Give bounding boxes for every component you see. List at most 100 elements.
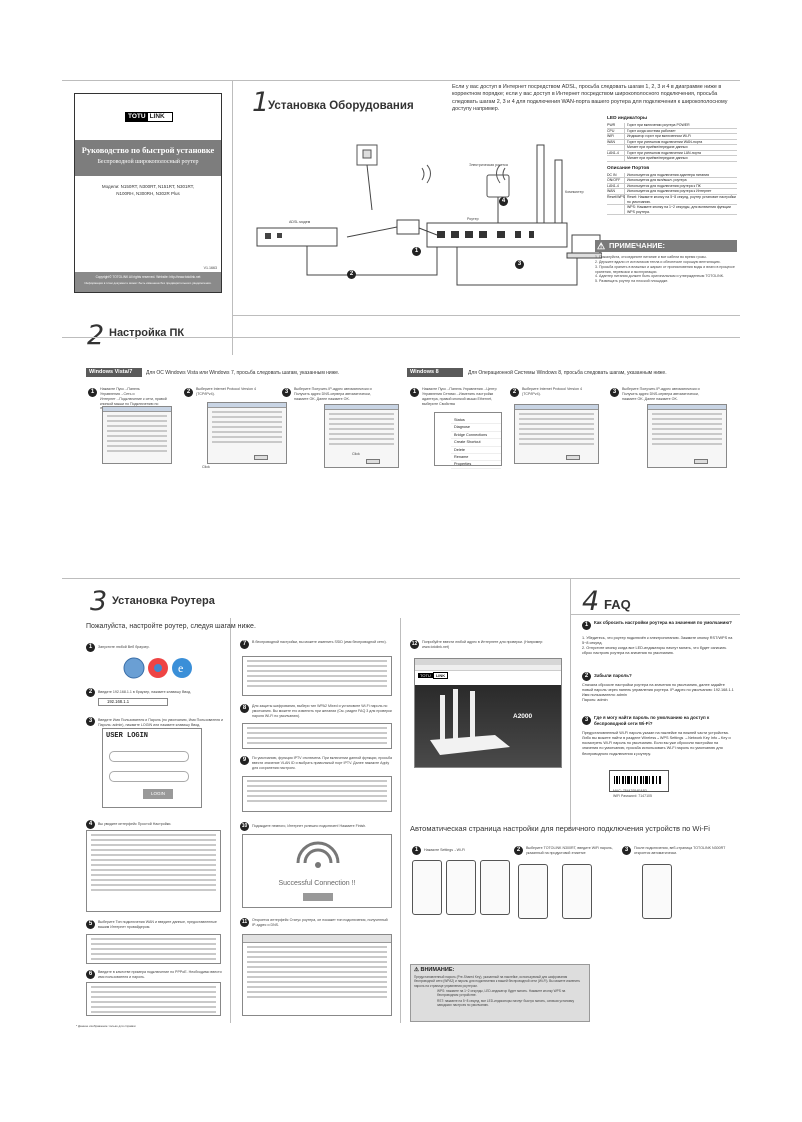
- login-title: USER LOGIN: [106, 732, 149, 740]
- auto-note-text: Предустановленный пароль (Pre-Shared Key…: [414, 975, 581, 988]
- context-menu-item[interactable]: Rename: [451, 454, 501, 462]
- s3-step-badge-7: 7: [240, 640, 249, 649]
- w8-ok-button[interactable]: [566, 455, 580, 460]
- footnote: * Данное изображение только для справки: [76, 1024, 136, 1028]
- s3-step-badge-10: 10: [240, 822, 249, 831]
- port-value: Используется для подключения роутера к И…: [627, 189, 712, 194]
- browser-addressbar[interactable]: [415, 665, 561, 671]
- iptv-screenshot: [242, 776, 392, 812]
- section4-title: FAQ: [604, 597, 631, 612]
- led-title: LED индикаторы: [607, 116, 648, 121]
- faq-question-2: Забыли пароль?: [594, 673, 632, 678]
- section1-number: 1: [252, 87, 270, 118]
- phone-wifi-toggle: [480, 860, 510, 915]
- login-password-field[interactable]: [109, 771, 189, 782]
- led-key: [607, 145, 625, 150]
- auto-step-badge-2: 2: [514, 846, 523, 855]
- w8-step-3: Выберите Получить IP-адрес автоматически…: [622, 387, 700, 401]
- bottom-sheet: 3 Установка Роутера Пожалуйста, настройт…: [62, 578, 740, 1033]
- s3-step-2: Введите 192.168.1.1 в браузер, нажмите к…: [98, 690, 192, 694]
- product-label: MAC: 78447654FAB3 WiFi Password: 7147105: [609, 770, 669, 798]
- finish-button[interactable]: [303, 893, 333, 901]
- w8-screenshot-3: [647, 404, 727, 468]
- step-badge-2: 2: [347, 270, 356, 279]
- w8-screenshot-2: [514, 404, 599, 464]
- auto-step-badge-1: 1: [412, 846, 421, 855]
- context-menu-item[interactable]: Properties: [451, 461, 501, 469]
- fold-line-bottom-top: [62, 578, 740, 579]
- step-badge-3: 3: [515, 260, 524, 269]
- auto-wps-note: WPS: нажмите на 1~2 секунды, LED-индикат…: [437, 988, 566, 998]
- note-item: 2. Держите вдали от источников тепла и о…: [595, 259, 721, 264]
- login-username-field[interactable]: [109, 751, 189, 762]
- encryption-screenshot: [242, 723, 392, 749]
- login-form: USER LOGIN LOGIN: [102, 728, 202, 808]
- section4-number: 4: [582, 586, 600, 617]
- w7-ok-button[interactable]: [254, 455, 268, 460]
- w8-step-badge-3: 3: [610, 388, 619, 397]
- led-value: Горит когда система работает: [627, 128, 676, 133]
- address-bar[interactable]: 192.168.1.1: [98, 698, 168, 706]
- context-menu-item[interactable]: Create Shortcut: [451, 439, 501, 447]
- context-menu-item[interactable]: Diagnose: [451, 424, 501, 432]
- w7-step-2: Выберите Internet Protocol Version 4 (TC…: [196, 387, 256, 396]
- cover-title: Руководство по быстрой установке: [81, 146, 215, 155]
- phone-network-select: [518, 864, 548, 919]
- cover-panel: TOTU LINK Руководство по быстрой установ…: [74, 93, 222, 293]
- w8-ok-button-2[interactable]: [694, 459, 708, 464]
- label-wifi-password: WiFi Password: 7147105: [613, 793, 652, 798]
- led-key: [607, 156, 625, 161]
- context-menu-item[interactable]: Status: [451, 417, 501, 425]
- port-key: [607, 205, 625, 215]
- s3-step-1: Запустите любой Веб браузер.: [98, 645, 150, 649]
- w7-step-3: Выберите Получить IP-адрес автоматически…: [294, 387, 372, 401]
- click-label-1: Click: [202, 465, 210, 469]
- s3-step-badge-5: 5: [86, 920, 95, 929]
- faq-badge-3: 3: [582, 716, 591, 725]
- login-button[interactable]: LOGIN: [143, 789, 173, 799]
- fold-line-bottom-vert-2: [400, 618, 401, 1023]
- note-list: 1. Пожалуйста, отсоедините питание и все…: [595, 255, 737, 284]
- led-key: LAN1-4: [607, 150, 625, 156]
- port-value: Используется для вкл/выкл. роутера: [627, 178, 687, 183]
- led-row: Мигает при приёме/передаче данных: [607, 145, 737, 151]
- led-key: WAN: [607, 139, 625, 145]
- s3-step-10: Подождите немного, Интернет успешно подк…: [252, 824, 367, 828]
- note-item: 4. Адаптер питания должен быть оригиналь…: [595, 274, 725, 279]
- led-key: WiFi: [607, 134, 625, 139]
- label-adsl-modem: ADSL модем: [289, 220, 311, 224]
- s3-step-badge-12: 12: [410, 640, 419, 649]
- simple-setup-screenshot: [86, 830, 221, 912]
- port-value: WPS: Нажмите кнопку на 1~2 секунды, для …: [627, 205, 731, 214]
- s3-step-badge-11: 11: [240, 918, 249, 927]
- wan-setup-screenshot: [86, 934, 221, 964]
- s3-step-12: Попробуйте ввести любой адрес в Интернет…: [422, 640, 544, 649]
- click-label-2: Click: [352, 452, 360, 456]
- section1-title: Установка Оборудования: [268, 100, 414, 112]
- led-value: Горит при включении роутера POWER: [627, 123, 690, 127]
- win7-description: Для ОС Windows Vista или Windows 7, прос…: [146, 370, 340, 376]
- hardware-diagram-svg: [256, 144, 603, 286]
- note-header: ⚠ ПРИМЕЧАНИЕ:: [595, 240, 737, 252]
- faq-question-3: Где я могу найти пароль по умолчанию на …: [594, 715, 710, 726]
- s3-step-badge-9: 9: [240, 756, 249, 765]
- fold-line-left: [232, 80, 233, 355]
- s3-step-11: Откроется интерфейс Статус роутера, он п…: [252, 918, 388, 927]
- section1-intro: Если у вас доступ в Интернет посредством…: [452, 84, 728, 112]
- s3-step-badge-8: 8: [240, 704, 249, 713]
- port-value: Используется для подключения адаптера пи…: [627, 172, 709, 177]
- w8-step-2: Выберите Internet Protocol Version 4 (TC…: [522, 387, 582, 396]
- faq-underline: [570, 614, 740, 615]
- context-menu-item[interactable]: Delete: [451, 447, 501, 455]
- context-menu-item[interactable]: Bridge Connections: [451, 432, 501, 440]
- w7-step-badge-2: 2: [184, 388, 193, 397]
- w7-ok-button-2[interactable]: [366, 459, 380, 464]
- auto-step-badge-3: 3: [622, 846, 631, 855]
